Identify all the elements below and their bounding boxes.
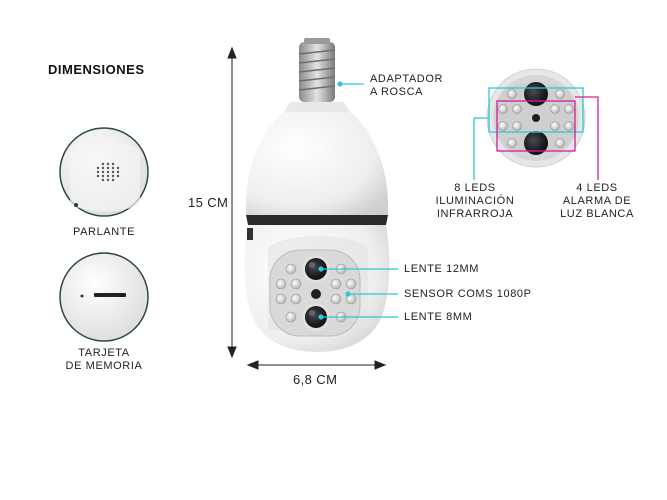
lens-8mm-label: LENTE 8MM — [404, 311, 473, 323]
sensor — [311, 289, 321, 299]
memory-card-label-line2: DE MEMORIA — [65, 360, 143, 372]
width-dimension-line — [246, 360, 387, 370]
lens-12mm-label: LENTE 12MM — [404, 263, 480, 275]
bulb-camera — [244, 38, 390, 352]
ir-leds-line2: INFRARROJA — [436, 208, 514, 220]
width-label: 6,8 CM — [293, 372, 338, 387]
screw-adapter — [298, 38, 336, 102]
ir-leds-line1: ILUMINACIÓN — [435, 195, 515, 207]
adapter-label-line2: A ROSCA — [370, 86, 424, 98]
memory-card-inset — [59, 252, 149, 342]
adapter-label-line1: ADAPTADOR — [370, 73, 444, 85]
speaker-grille-icon — [96, 162, 120, 182]
white-leds-title: 4 LEDS — [576, 182, 618, 194]
ir-leds-title: 8 LEDS — [454, 182, 496, 194]
height-label: 15 CM — [188, 195, 229, 210]
page-title: DIMENSIONES — [48, 62, 145, 77]
card-slot-icon — [94, 293, 126, 297]
white-leds-line2: LUZ BLANCA — [560, 208, 634, 220]
white-leds-line1: ALARMA DE — [562, 195, 632, 207]
speaker-inset — [59, 127, 149, 217]
led-array — [275, 263, 357, 323]
callout-lines — [318, 81, 398, 320]
speaker-label: PARLANTE — [72, 226, 136, 238]
height-dimension-line — [227, 46, 237, 359]
led-detail — [473, 68, 599, 180]
memory-card-label-line1: TARJETA — [78, 347, 130, 359]
sensor-label: SENSOR COMS 1080P — [404, 288, 532, 300]
